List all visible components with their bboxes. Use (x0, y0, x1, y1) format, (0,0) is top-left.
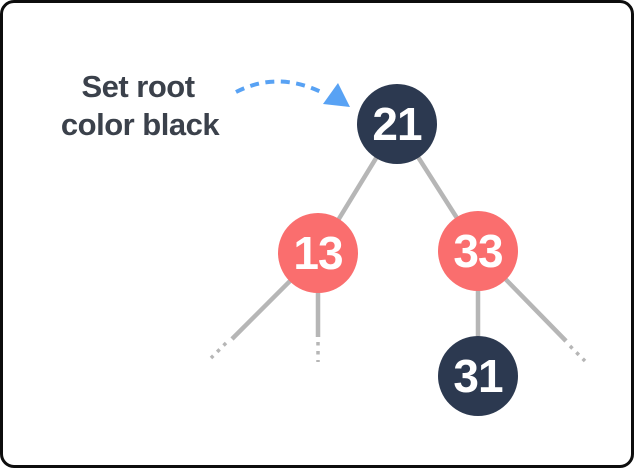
ellipsis-13-left (209, 341, 228, 360)
node-21-circle (357, 84, 437, 164)
node-21-label: 21 (372, 98, 422, 150)
annotation: Set root color black (61, 69, 221, 142)
tree-nodes: 21 13 33 31 (278, 84, 518, 416)
node-31-circle (438, 336, 518, 416)
node-13-circle (278, 213, 358, 293)
node-31: 31 (438, 336, 518, 416)
annotation-line-2: color black (61, 107, 220, 142)
ellipsis-33-right (568, 344, 587, 363)
annotation-arrow (235, 79, 350, 107)
node-13: 13 (278, 213, 358, 293)
node-33-circle (438, 211, 518, 291)
node-31-label: 31 (453, 350, 503, 402)
node-33-label: 33 (453, 225, 502, 277)
annotation-arrowhead-icon (323, 83, 350, 107)
annotation-line-1: Set root (81, 69, 194, 104)
node-33: 33 (438, 211, 518, 291)
node-13-label: 13 (293, 227, 342, 279)
annotation-arrow-curve (235, 79, 322, 94)
subtree-ellipses (209, 341, 587, 363)
tree-diagram: 21 13 33 31 Set root color black (61, 69, 587, 416)
node-21: 21 (357, 84, 437, 164)
